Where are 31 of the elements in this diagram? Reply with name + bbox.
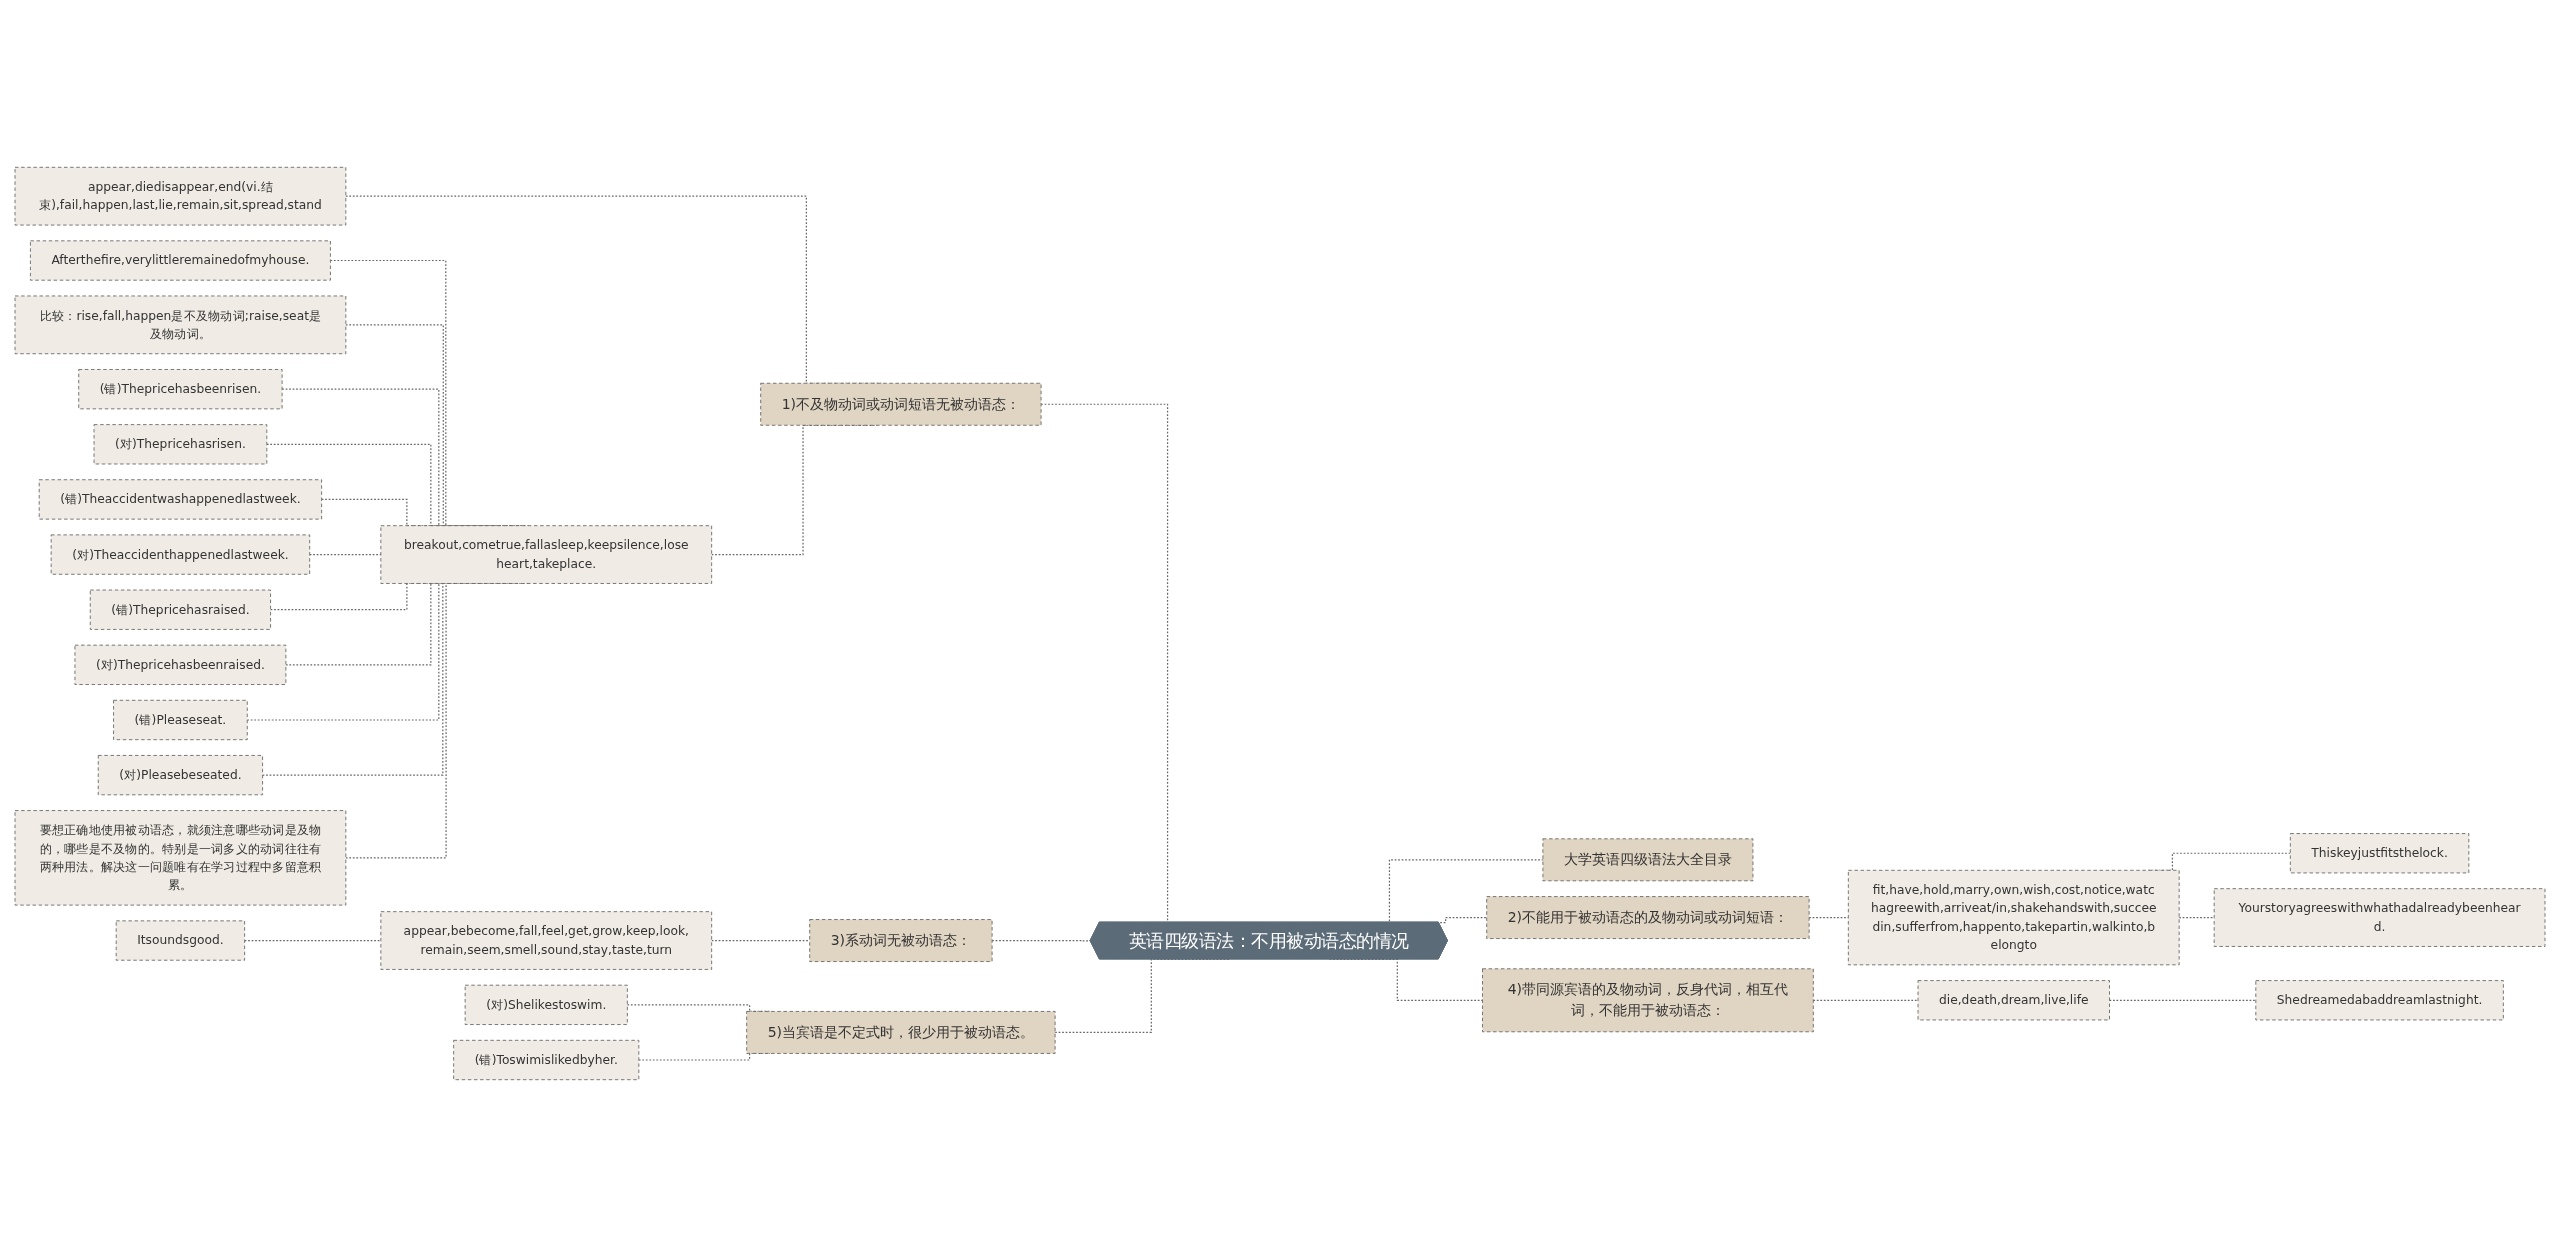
node-box: (对)Thepricehasrisen.	[93, 424, 268, 465]
node-box: 4)带同源宾语的及物动词，反身代词，相互代词，不能用于被动语态：	[1482, 968, 1814, 1033]
node-box: (错)Thepricehasraised.	[89, 589, 271, 630]
node-box: 要想正确地使用被动语态，就须注意哪些动词是及物的，哪些是不及物的。特别是一词多义的动词往往有两种用法。解决这一问题唯有在学习过程中多留意积累。	[14, 810, 347, 906]
node-box: breakout,cometrue,fallasleep,keepsilence,loseheart,takeplace.	[380, 525, 713, 584]
node-box: Shedreamedabaddreamlastnight.	[2255, 980, 2504, 1021]
node-box: Thiskeyjustfitsthelock.	[2289, 833, 2470, 874]
node-box: Itsoundsgood.	[115, 920, 246, 961]
node-box: 2)不能用于被动语态的及物动词或动词短语：	[1486, 896, 1810, 939]
node-box: (对)Theaccidenthappenedlastweek.	[50, 534, 311, 575]
node-box: 5)当宾语是不定式时，很少用于被动语态。	[746, 1011, 1056, 1054]
node-box: fit,have,hold,marry,own,wish,cost,notice,watchagreewith,arriveat/in,shakehandswith,succeedin,sufferfrom,happento,takepartin,walkinto,belongto	[1847, 869, 2180, 966]
node-box: die,death,dream,live,life	[1917, 980, 2110, 1021]
connector	[711, 939, 811, 942]
connector	[244, 939, 382, 942]
node-box: appear,bebecome,fall,feel,get,grow,keep,look,remain,seem,smell,sound,stay,taste,turn	[380, 911, 713, 970]
node-box: (错)Theaccidentwashappenedlastweek.	[38, 479, 323, 520]
node-box: Afterthefire,verylittleremainedofmyhouse.	[30, 240, 331, 281]
node-box: (错)Thepricehasbeenrisen.	[78, 369, 283, 410]
node-box: (对)Thepricehasbeenraised.	[74, 644, 287, 685]
node-box: (错)Pleaseseat.	[113, 699, 248, 741]
node-box: 3)系动词无被动语态：	[809, 919, 993, 962]
connector	[2108, 999, 2257, 1001]
node-box: (对)Shelikestoswim.	[464, 984, 628, 1025]
node-box: Yourstoryagreeswithwhathadalreadybeenheard.	[2213, 888, 2546, 947]
node-box: 1)不及物动词或动词短语无被动语态：	[760, 382, 1042, 426]
node-box: (对)Pleasebeseated.	[97, 755, 264, 796]
node-box: 比较：rise,fall,happen是不及物动词;raise,seat是及物动词。	[14, 295, 347, 355]
node-box: (错)Toswimislikedbyher.	[453, 1039, 640, 1081]
node-box: appear,diedisappear,end(vi.结束),fail,happen,last,lie,remain,sit,spread,stand	[14, 166, 347, 226]
node-box: 大学英语四级语法大全目录	[1542, 838, 1754, 882]
